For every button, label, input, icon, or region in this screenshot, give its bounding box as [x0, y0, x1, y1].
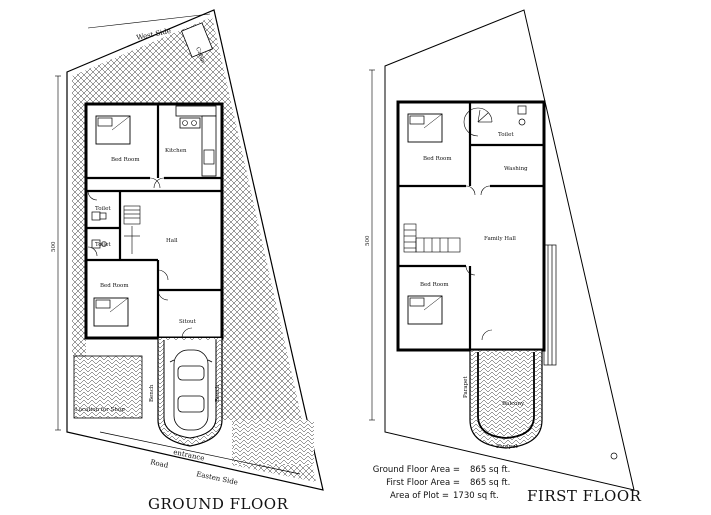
plot-area-value: 1730 sq ft.	[453, 491, 499, 501]
ground-area-label: Ground Floor Area =	[373, 465, 460, 475]
balcony-area	[469, 349, 543, 449]
road-label: Road	[150, 458, 170, 470]
door-swing-icons	[87, 177, 193, 339]
toilet-fixture-icon	[517, 105, 527, 126]
corner-cabin-label: Cabin	[194, 47, 206, 65]
first-floor-title: FIRST FLOOR	[527, 487, 642, 505]
washing-label: Washing	[504, 166, 528, 172]
dimension-lines	[55, 69, 375, 431]
shop-location-hatch	[73, 355, 143, 419]
first-bed-room-top-label: Bed Room	[423, 156, 452, 162]
toilet-bottom-label: Toilet	[95, 242, 111, 248]
first-interior-walls	[398, 102, 544, 352]
staircase-icon	[403, 223, 461, 253]
ground-yard-hatch	[72, 17, 316, 482]
first-bed-room-bottom-label: Bed Room	[420, 282, 449, 288]
kitchen-counter-icon	[175, 105, 217, 177]
ground-floor-plan: 500 500 West Side Cabin Kitchen Bed Room…	[51, 9, 375, 513]
toilet-fixture-icon	[91, 211, 107, 249]
bed-icon	[95, 115, 131, 145]
spiral-stair-icon	[463, 107, 493, 137]
first-plot-boundary	[384, 9, 635, 491]
eastern-side-label: Easten Side	[196, 470, 239, 487]
first-floor-plan: Bed Room Toilet Washing Family Hall Bed …	[384, 9, 642, 505]
toilet-top-label: Toilet	[95, 206, 111, 212]
bench-right-label: Bench	[215, 384, 221, 402]
sitout-label: Sitout	[179, 319, 197, 325]
first-area-label: First Floor Area =	[386, 478, 460, 488]
car-icon	[169, 349, 213, 431]
parapet-left-label: Parapet	[463, 376, 469, 398]
bed-icon	[407, 295, 443, 325]
staircase-icon	[123, 205, 141, 254]
plot-area-label: Area of Plot =	[390, 491, 449, 501]
door-swing-icons	[465, 185, 493, 341]
bed-icon	[93, 297, 129, 327]
bench-left-label: Bench	[149, 384, 155, 402]
balcony-railing	[543, 244, 557, 366]
svg-text:500: 500	[365, 235, 371, 246]
bed-icon	[407, 113, 443, 143]
north-marker-icon	[610, 452, 618, 460]
ground-floor-title: GROUND FLOOR	[148, 495, 289, 513]
first-area-value: 865 sq ft.	[470, 478, 510, 488]
ground-interior-walls	[86, 104, 222, 338]
corner-cabin	[181, 22, 213, 58]
entrance-label: entrance	[173, 448, 206, 462]
entrance-lawn-hatch	[234, 420, 314, 465]
hall-label: Hall	[166, 238, 178, 244]
bed-room-top-label: Bed Room	[111, 157, 140, 163]
shop-location-label: Location for Shop	[75, 407, 125, 413]
svg-text:500: 500	[51, 241, 57, 252]
family-hall-label: Family Hall	[484, 236, 516, 242]
ground-area-value: 865 sq ft.	[470, 465, 510, 475]
kitchen-label: Kitchen	[165, 148, 187, 154]
bed-room-bottom-label: Bed Room	[100, 283, 129, 289]
balcony-label: Balcony	[502, 401, 525, 407]
parapet-bottom-label: Parapet	[496, 444, 518, 450]
ground-plot-boundary	[66, 9, 324, 491]
first-toilet-label: Toilet	[498, 132, 514, 138]
area-summary: Ground Floor Area = 865 sq ft. First Flo…	[373, 465, 511, 501]
